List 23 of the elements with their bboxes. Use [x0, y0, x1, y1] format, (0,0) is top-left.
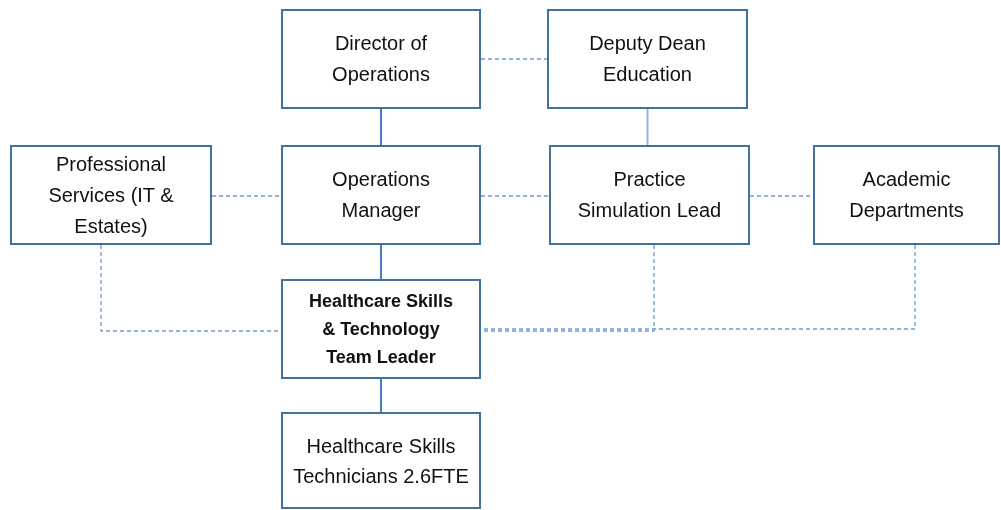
role-title: Director of Operations [331, 31, 431, 87]
dashed-connector [480, 195, 550, 197]
connector-line [380, 378, 382, 413]
role-box [281, 145, 481, 245]
role-box [281, 412, 481, 509]
role-title: Healthcare Skills & Technology Team Leader [307, 290, 455, 369]
role-title: Operations Manager [331, 167, 431, 223]
role-box [547, 9, 748, 109]
role-box [281, 279, 481, 379]
connector-line [380, 108, 382, 146]
role-box [10, 145, 212, 245]
role-box [549, 145, 750, 245]
role-title: Healthcare Skills Technicians 2.6FTE [292, 433, 470, 489]
dashed-connector [480, 58, 548, 60]
role-title: Deputy Dean Education [588, 31, 707, 87]
dashed-connector [211, 195, 282, 197]
role-title: Practice Simulation Lead [577, 167, 722, 223]
connector-line [380, 244, 382, 280]
role-title: Academic Departments [848, 167, 965, 223]
role-title: Professional Services (IT & Estates) [48, 151, 174, 239]
role-box [813, 145, 1000, 245]
role-box [281, 9, 481, 109]
connector-line [646, 108, 649, 146]
